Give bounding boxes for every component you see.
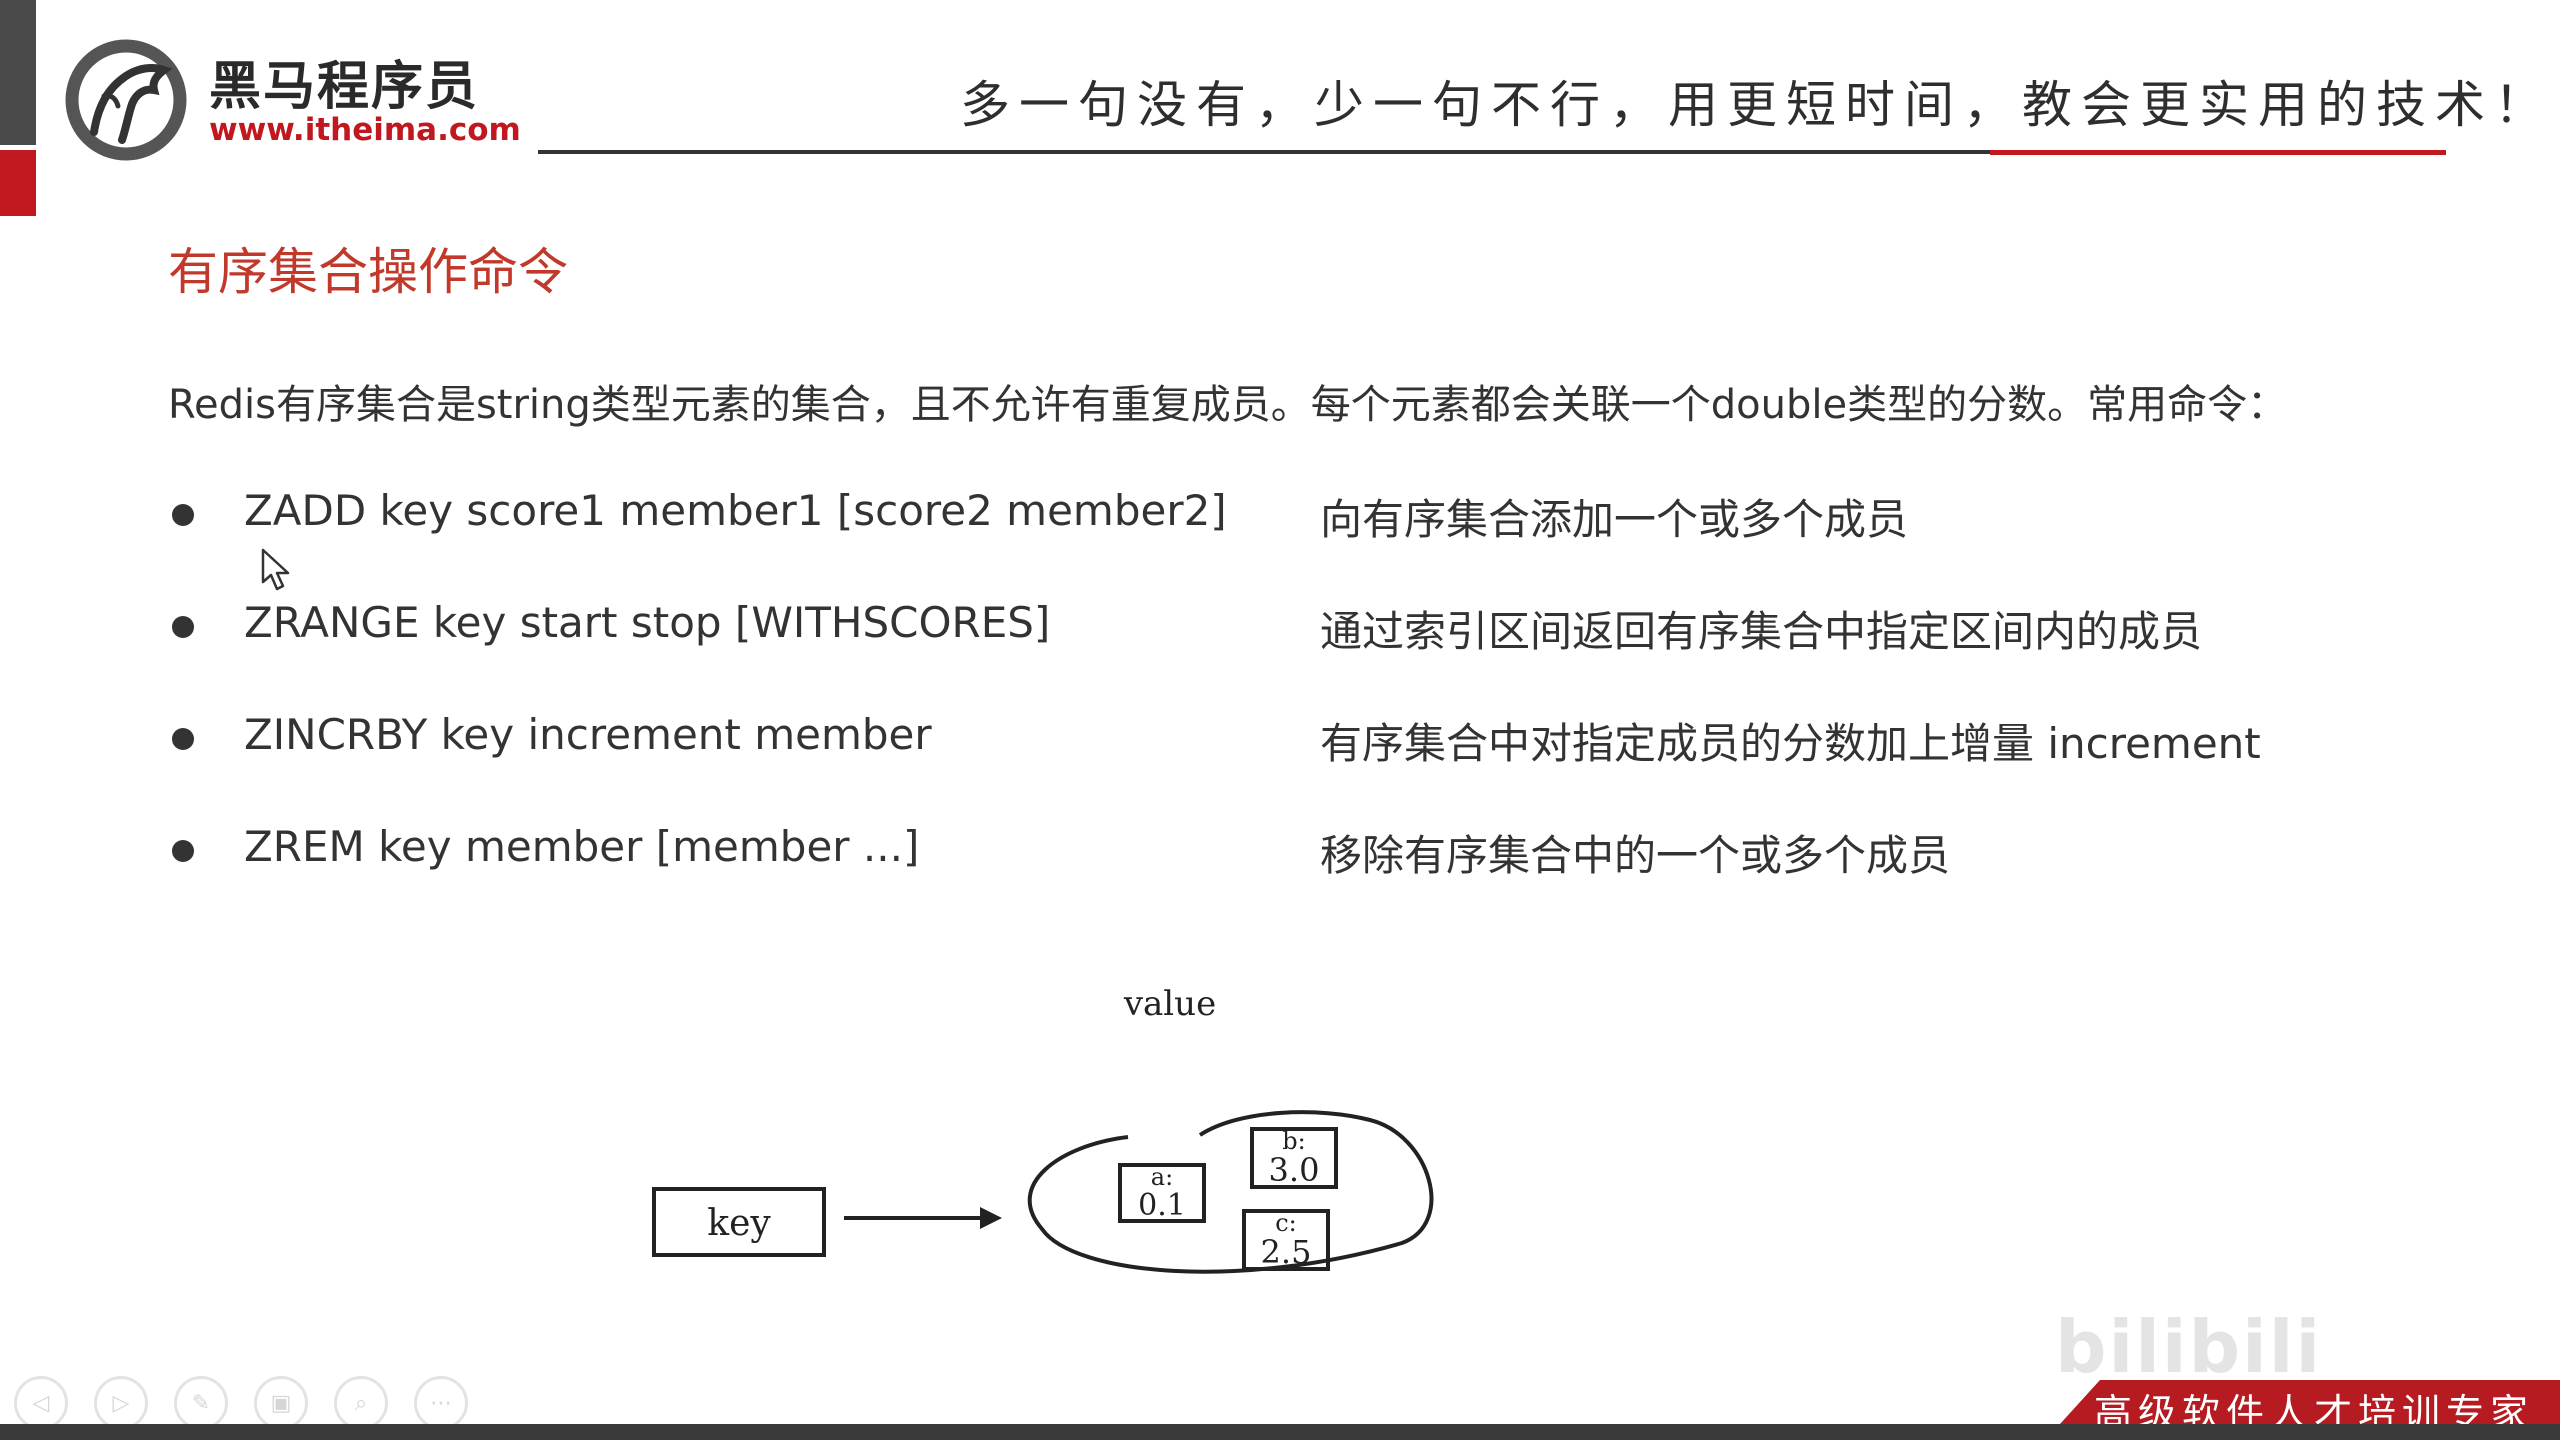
footer-bar bbox=[0, 1424, 2560, 1440]
left-edge-bar bbox=[0, 0, 36, 145]
member-score: 2.5 bbox=[1261, 1233, 1312, 1271]
command-syntax: ZRANGE key start stop [WITHSCORES] bbox=[244, 598, 1051, 647]
left-edge-accent bbox=[0, 150, 36, 216]
command-description: 通过索引区间返回有序集合中指定区间内的成员 bbox=[1320, 607, 2203, 656]
page-title: 有序集合操作命令 bbox=[168, 243, 568, 301]
intro-text: Redis有序集合是string类型元素的集合，且不允许有重复成员。每个元素都会… bbox=[168, 382, 2288, 428]
member-box-a bbox=[1118, 1163, 1206, 1223]
member-box-b bbox=[1250, 1127, 1338, 1189]
command-syntax: ZINCRBY key increment member bbox=[244, 710, 932, 759]
member-name: b: bbox=[1282, 1127, 1305, 1155]
bullet-icon bbox=[172, 728, 194, 750]
next-icon[interactable]: ▷ bbox=[94, 1376, 148, 1430]
more-icon[interactable]: ⋯ bbox=[414, 1376, 468, 1430]
bilibili-watermark: bilibili bbox=[2055, 1305, 2323, 1389]
member-name: c: bbox=[1275, 1209, 1297, 1237]
command-description: 向有序集合添加一个或多个成员 bbox=[1320, 495, 1909, 544]
member-score: 0.1 bbox=[1138, 1188, 1186, 1223]
presentation-toolbar: ◁ ▷ ✎ ▣ ⌕ ⋯ bbox=[14, 1376, 468, 1430]
command-row: ZREM key member [member ...] 移除有序集合中的一个或… bbox=[168, 822, 2368, 882]
command-row: ZINCRBY key increment member 有序集合中对指定成员的… bbox=[168, 710, 2368, 770]
bullet-icon bbox=[172, 840, 194, 862]
command-row: ZADD key score1 member1 [score2 member2]… bbox=[168, 486, 2368, 546]
header-divider-accent bbox=[1990, 150, 2446, 155]
key-box bbox=[652, 1187, 826, 1257]
sorted-set-diagram: value key a: 0.1 b: 3.0 c: 2.5 bbox=[640, 984, 1440, 1305]
member-box-c bbox=[1242, 1209, 1330, 1271]
prev-icon[interactable]: ◁ bbox=[14, 1376, 68, 1430]
arrow-head-icon bbox=[980, 1207, 1002, 1229]
bullet-icon bbox=[172, 616, 194, 638]
member-score: 3.0 bbox=[1269, 1151, 1320, 1189]
command-syntax: ZADD key score1 member1 [score2 member2] bbox=[244, 486, 1227, 535]
bullet-icon bbox=[172, 504, 194, 526]
zoom-icon[interactable]: ⌕ bbox=[334, 1376, 388, 1430]
command-description: 有序集合中对指定成员的分数加上增量 increment bbox=[1320, 719, 2261, 768]
footer-badge bbox=[2060, 1380, 2560, 1424]
slogan: 多一句没有，少一句不行，用更短时间，教会更实用的技术！ bbox=[960, 76, 2553, 134]
command-row: ZRANGE key start stop [WITHSCORES] 通过索引区… bbox=[168, 598, 2368, 658]
command-syntax: ZREM key member [member ...] bbox=[244, 822, 920, 871]
horse-logo-icon bbox=[65, 39, 187, 161]
key-label: key bbox=[707, 1203, 771, 1244]
brand-url: www.itheima.com bbox=[209, 112, 521, 148]
brand-name: 黑马程序员 bbox=[209, 57, 480, 117]
member-name: a: bbox=[1151, 1163, 1173, 1191]
value-set-outline bbox=[1027, 1110, 1434, 1274]
command-description: 移除有序集合中的一个或多个成员 bbox=[1320, 831, 1951, 880]
value-label: value bbox=[1123, 985, 1216, 1024]
slides-icon[interactable]: ▣ bbox=[254, 1376, 308, 1430]
header-divider bbox=[538, 150, 2446, 154]
mouse-cursor-icon bbox=[261, 548, 290, 591]
pen-icon[interactable]: ✎ bbox=[174, 1376, 228, 1430]
brand-logo: 黑马程序员 www.itheima.com bbox=[64, 36, 521, 161]
